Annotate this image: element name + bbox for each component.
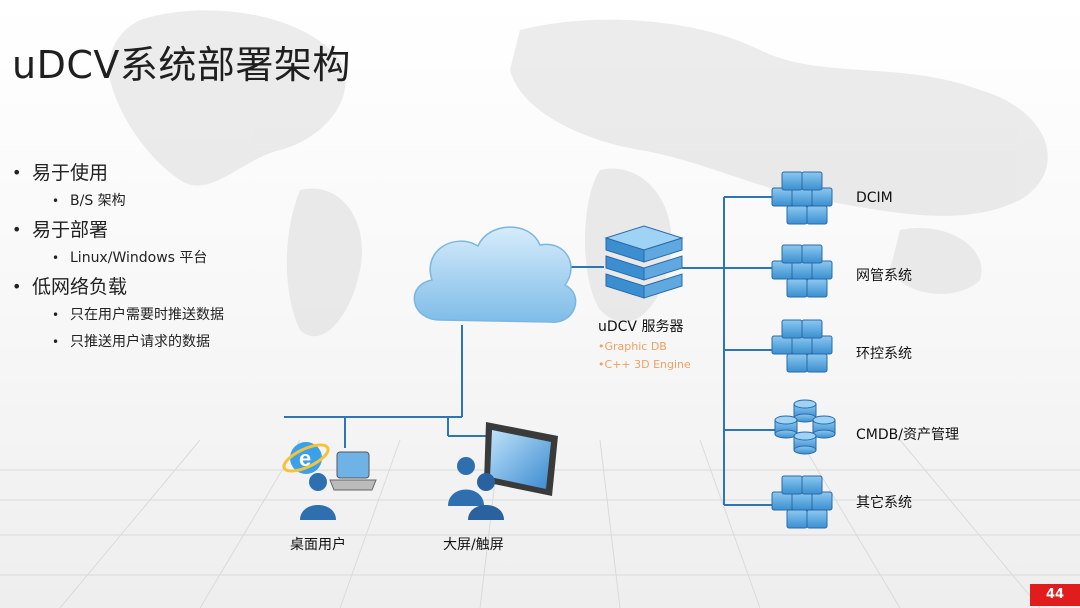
system-label-env-control: 环控系统: [856, 346, 912, 362]
connection-lines: [284, 196, 780, 506]
browser-logo-icon: e: [282, 442, 330, 474]
tablet-screen-icon: [484, 422, 558, 496]
bullet-low-network-load: 低网络负载: [12, 272, 224, 302]
server-feature-graphic-db: •Graphic DB: [598, 340, 667, 353]
env-control-cubes-icon: [771, 319, 833, 373]
sub-bullet-push-requested: 只推送用户请求的数据: [12, 329, 224, 356]
sub-bullet-bs-architecture: B/S 架构: [12, 188, 224, 215]
bigscreen-touch-label: 大屏/触屏: [443, 537, 504, 553]
server-label: uDCV 服务器: [598, 319, 684, 335]
sub-bullet-platform: Linux/Windows 平台: [12, 245, 224, 272]
page-number-badge: 44: [1030, 584, 1080, 606]
dcim-cubes-icon: [771, 171, 833, 225]
desktop-users-label: 桌面用户: [290, 537, 346, 553]
server-icon: [604, 225, 684, 299]
sub-bullet-push-on-demand: 只在用户需要时推送数据: [12, 302, 224, 329]
server-feature-3d-engine: •C++ 3D Engine: [598, 358, 691, 371]
cloud-icon: [413, 226, 577, 323]
bullet-easy-to-use: 易于使用: [12, 158, 224, 188]
bullet-easy-to-deploy: 易于部署: [12, 215, 224, 245]
laptop-icon: [329, 451, 377, 491]
system-label-cmdb: CMDB/资产管理: [856, 427, 959, 443]
desktop-user-person-icon: [300, 473, 336, 520]
nms-cubes-icon: [771, 244, 833, 298]
system-label-other: 其它系统: [856, 495, 912, 511]
cmdb-database-icon: [774, 399, 836, 455]
svg-text:e: e: [299, 446, 311, 471]
slide-title: uDCV系统部署架构: [12, 43, 351, 87]
bullet-list: 易于使用 B/S 架构 易于部署 Linux/Windows 平台 低网络负载 …: [12, 158, 224, 356]
bigscreen-users-icon: [448, 457, 504, 520]
system-label-nms: 网管系统: [856, 268, 912, 284]
system-label-dcim: DCIM: [856, 190, 893, 206]
other-system-cubes-icon: [771, 475, 833, 529]
